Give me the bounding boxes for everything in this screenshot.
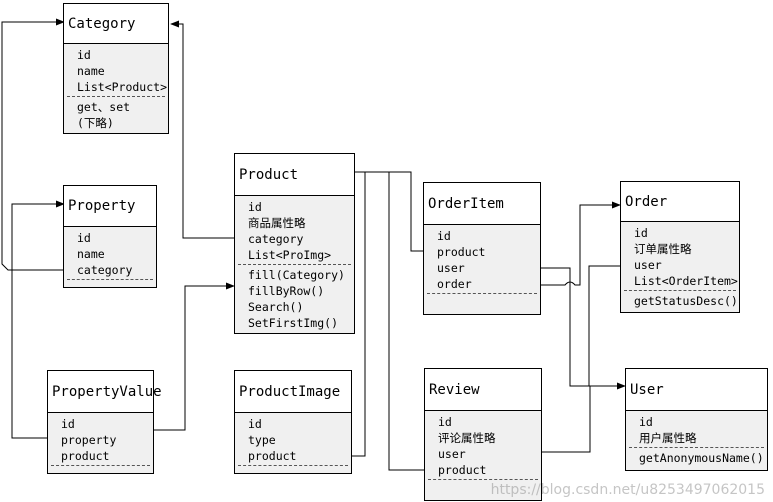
class-review-title: Review <box>425 369 541 411</box>
class-order-item-title: OrderItem <box>424 183 540 225</box>
field-id: id <box>77 231 91 245</box>
section-divider <box>238 264 351 265</box>
field-product: product <box>438 463 487 477</box>
method-fill-by-row: fillByRow() <box>248 284 325 298</box>
field-review-attrs: 评论属性略 <box>438 431 496 445</box>
section-divider <box>629 447 764 448</box>
line-orderitem-user <box>525 267 626 390</box>
field-id: id <box>77 48 91 62</box>
class-order-item[interactable]: OrderItem id product user order <box>423 182 541 315</box>
field-id: id <box>248 417 262 431</box>
class-property[interactable]: Property id name category <box>63 185 157 288</box>
method-get-status-desc: getStatusDesc() <box>634 294 738 308</box>
section-divider <box>51 465 150 466</box>
line-review-product <box>388 172 437 471</box>
field-id: id <box>61 417 75 431</box>
field-product: product <box>248 449 297 463</box>
class-category-title: Category <box>64 4 168 44</box>
field-id: id <box>639 415 653 429</box>
line-property-category <box>1 18 65 271</box>
field-category: category <box>248 232 304 246</box>
field-user: user <box>634 258 662 272</box>
field-user-attrs: 用户属性略 <box>639 431 697 445</box>
field-order-attrs: 订单属性略 <box>634 242 692 256</box>
field-id: id <box>248 200 262 214</box>
field-product: product <box>61 449 110 463</box>
class-review[interactable]: Review id 评论属性略 user product <box>424 368 542 501</box>
section-divider <box>427 293 537 294</box>
class-product-title: Product <box>235 154 354 196</box>
section-divider <box>624 290 736 291</box>
class-order-title: Order <box>621 182 739 222</box>
field-category: category <box>77 263 133 277</box>
field-id: id <box>634 226 648 240</box>
field-id: id <box>438 415 452 429</box>
section-divider <box>67 279 153 280</box>
line-review-user <box>525 386 591 453</box>
class-category[interactable]: Category id name List<Product> get、set (… <box>63 3 169 134</box>
line-product-category <box>170 20 248 239</box>
method-get-anonymous-name: getAnonymousName() <box>639 451 764 465</box>
method-search: Search() <box>248 300 304 314</box>
section-divider <box>238 465 348 466</box>
field-id: id <box>437 229 451 243</box>
class-property-title: Property <box>64 186 156 227</box>
field-property: property <box>61 433 117 447</box>
field-product-list: List<Product> <box>77 80 168 94</box>
section-divider <box>428 479 538 480</box>
class-product-image[interactable]: ProductImage id type product <box>234 370 352 474</box>
watermark: https://blog.csdn.net/u8253497062015 <box>490 482 765 498</box>
class-user[interactable]: User id 用户属性略 getAnonymousName() <box>625 368 768 471</box>
method-set-first-img: SetFirstImg() <box>248 316 339 330</box>
method-get-set: get、set <box>77 100 131 114</box>
class-product[interactable]: Product id 商品属性略 category List<ProImg> f… <box>234 153 355 334</box>
section-divider <box>67 96 165 97</box>
class-user-title: User <box>626 369 767 411</box>
method-fill: fill(Category) <box>248 268 345 282</box>
field-name: name <box>77 64 105 78</box>
line-propertyvalue-property <box>11 200 65 439</box>
field-type: type <box>248 433 276 447</box>
field-image-list: List<ProImg> <box>248 248 332 262</box>
class-property-value[interactable]: PropertyValue id property product <box>47 370 162 474</box>
line-orderitem-order <box>525 201 621 286</box>
field-name: name <box>77 247 105 261</box>
field-product-attrs: 商品属性略 <box>248 216 306 230</box>
class-product-image-title: ProductImage <box>235 371 351 413</box>
field-orderitem-list: List<OrderItem> <box>634 274 738 288</box>
field-user: user <box>438 447 466 461</box>
field-order: order <box>437 277 472 291</box>
class-property-value-title: PropertyValue <box>48 371 162 413</box>
line-propertyvalue-product <box>153 282 235 431</box>
line-order-user <box>588 265 634 386</box>
field-user: user <box>437 261 465 275</box>
method-omitted: (下略) <box>77 116 114 130</box>
field-product: product <box>437 245 486 259</box>
class-order[interactable]: Order id 订单属性略 user List<OrderItem> getS… <box>620 181 740 313</box>
